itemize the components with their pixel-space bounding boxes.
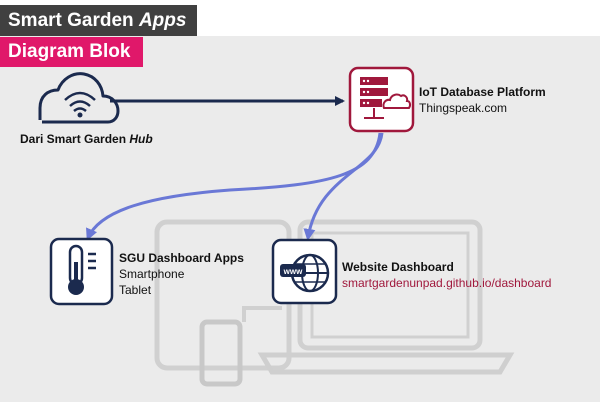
iot-subtitle: Thingspeak.com: [419, 101, 508, 115]
page-title-emphasis: Apps: [138, 10, 187, 31]
page-title-main: Smart Garden: [8, 10, 134, 31]
cloud-server-icon: [348, 66, 415, 133]
website-url: smartgardenunpad.github.io/dashboard: [342, 276, 552, 290]
iot-to-website-arrow: [303, 132, 384, 241]
website-title: Website Dashboard: [342, 260, 454, 274]
thermometer-icon: [49, 237, 114, 306]
devices-background-illustration: [154, 219, 515, 387]
devices-connector-silhouette: [242, 306, 282, 322]
website-label: Website Dashboard smartgardenunpad.githu…: [342, 259, 551, 291]
sgu-label: SGU Dashboard Apps Smartphone Tablet: [119, 250, 244, 298]
sgu-line-smartphone: Smartphone: [119, 267, 185, 281]
smartphone-silhouette: [199, 319, 243, 387]
section-title: Diagram Blok: [0, 37, 143, 67]
iot-title: IoT Database Platform: [419, 85, 546, 99]
iot-label: IoT Database Platform Thingspeak.com: [419, 84, 546, 116]
www-globe-icon: www: [271, 238, 338, 305]
wifi-cloud-icon: [38, 72, 120, 124]
laptop-base-silhouette: [257, 352, 515, 375]
page-title: Smart Garden Apps: [0, 5, 197, 36]
hub-label-emphasis: Hub: [129, 132, 153, 146]
sgu-title: SGU Dashboard Apps: [119, 251, 244, 265]
sgu-line-tablet: Tablet: [119, 283, 152, 297]
hub-label-main: Dari Smart Garden: [20, 132, 127, 146]
hub-label: Dari Smart Garden Hub: [20, 131, 153, 147]
svg-text:www: www: [283, 267, 303, 276]
